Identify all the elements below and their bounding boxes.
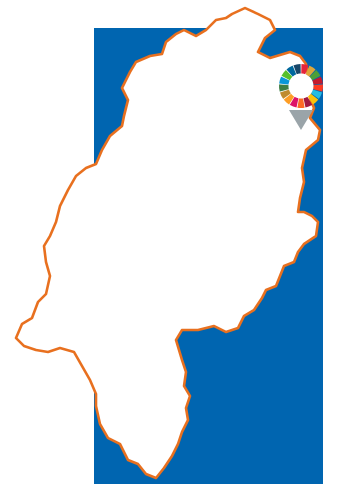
wheel-segment bbox=[293, 64, 301, 75]
wheel-segment bbox=[301, 64, 309, 75]
map-pin-marker[interactable] bbox=[277, 64, 325, 132]
wheel-segment bbox=[309, 70, 321, 81]
wheel-segment bbox=[286, 65, 297, 77]
wheel-segment bbox=[312, 76, 323, 85]
pin-pointer bbox=[289, 110, 313, 130]
wheel-segment bbox=[281, 70, 293, 81]
wheel-center bbox=[288, 73, 314, 99]
sdg-wheel-icon bbox=[279, 64, 323, 108]
wheel-segment bbox=[303, 96, 313, 108]
wheel-segment bbox=[279, 84, 289, 92]
wheel-segment bbox=[283, 93, 295, 105]
wheel-segment bbox=[311, 89, 323, 99]
wheel-segment bbox=[297, 98, 305, 108]
wheel-segment bbox=[279, 89, 291, 99]
wheel-segment bbox=[289, 96, 299, 108]
wheel-segment bbox=[279, 76, 290, 85]
wheel-segment bbox=[313, 84, 323, 92]
wheel-segment bbox=[305, 65, 316, 77]
region-outline[interactable] bbox=[14, 6, 322, 480]
wheel-segment bbox=[307, 93, 319, 105]
